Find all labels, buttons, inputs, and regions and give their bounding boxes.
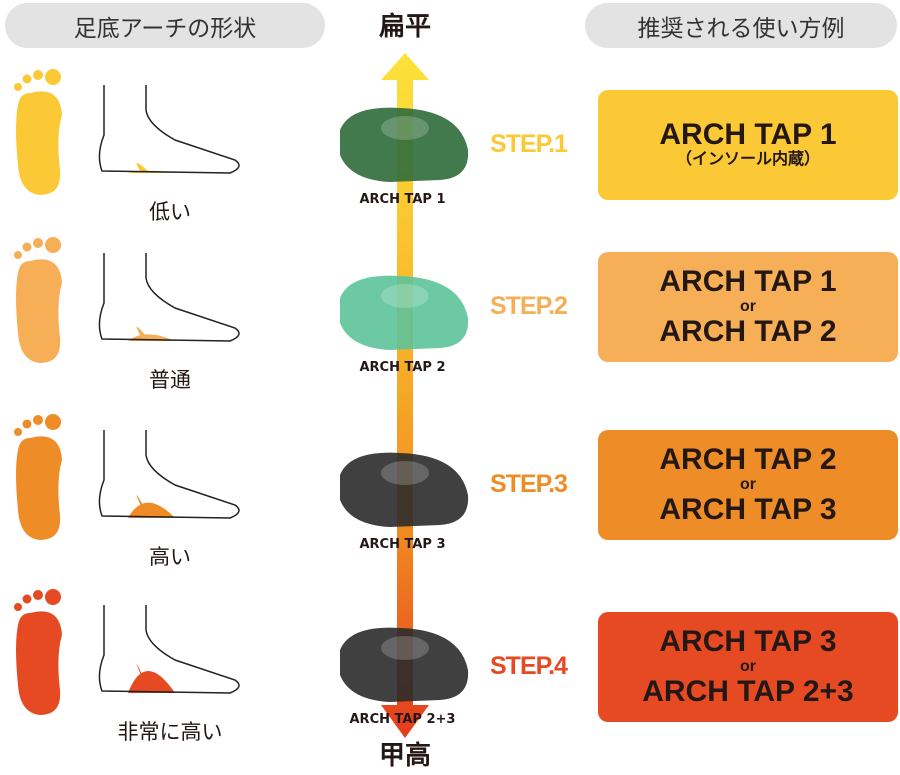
flat-label: 扁平 xyxy=(378,12,431,42)
recommendation-text: or xyxy=(740,298,756,315)
footprint-icon xyxy=(14,237,62,363)
foot-side-outline xyxy=(98,85,240,174)
foot-side-outline xyxy=(98,605,240,694)
recommendation-box: ARCH TAP 1（インソール内蔵） xyxy=(598,90,898,200)
arch-shape-label: 低い xyxy=(149,200,191,224)
foot-side-outline xyxy=(98,430,240,519)
insole-image xyxy=(340,452,469,527)
gradient-arrow xyxy=(381,53,429,738)
recommendation-text: ARCH TAP 1 xyxy=(659,265,837,298)
footprint-icon xyxy=(14,69,62,195)
recommendation-text: ARCH TAP 3 xyxy=(659,493,837,526)
recommendation-text: ARCH TAP 1 xyxy=(659,118,837,151)
high-arch-label: 甲高 xyxy=(378,741,431,771)
insole-label: ARCH TAP 2+3 xyxy=(349,712,456,727)
step-label: STEP.2 xyxy=(490,292,568,320)
recommendation-text: ARCH TAP 3 xyxy=(659,625,837,658)
recommendation-text: or xyxy=(740,658,756,675)
step-label: STEP.4 xyxy=(490,652,568,680)
arch-shape-header: 足底アーチの形状 xyxy=(5,3,325,48)
footprint-icon xyxy=(14,414,62,540)
recommendation-text: ARCH TAP 2+3 xyxy=(642,675,854,708)
insole-label: ARCH TAP 3 xyxy=(359,537,446,552)
arch-shape-label: 普通 xyxy=(149,368,191,392)
insole-image xyxy=(340,107,469,182)
step-label: STEP.1 xyxy=(490,130,568,158)
recommendation-text: ARCH TAP 2 xyxy=(659,315,837,348)
recommendation-text: （インソール内蔵） xyxy=(675,151,820,168)
insole-image xyxy=(340,627,469,702)
insole-label: ARCH TAP 1 xyxy=(359,192,446,207)
insole-image xyxy=(340,275,469,350)
arch-shape-label: 非常に高い xyxy=(117,720,223,744)
arch-shape-label: 高い xyxy=(149,545,191,569)
step-label: STEP.3 xyxy=(490,470,568,498)
foot-side-outline xyxy=(98,253,240,342)
insole-label: ARCH TAP 2 xyxy=(359,360,446,375)
footprint-icon xyxy=(14,589,62,715)
recommendation-text: or xyxy=(740,476,756,493)
recommendation-text: ARCH TAP 2 xyxy=(659,443,837,476)
recommended-usage-header: 推奨される使い方例 xyxy=(585,3,897,48)
